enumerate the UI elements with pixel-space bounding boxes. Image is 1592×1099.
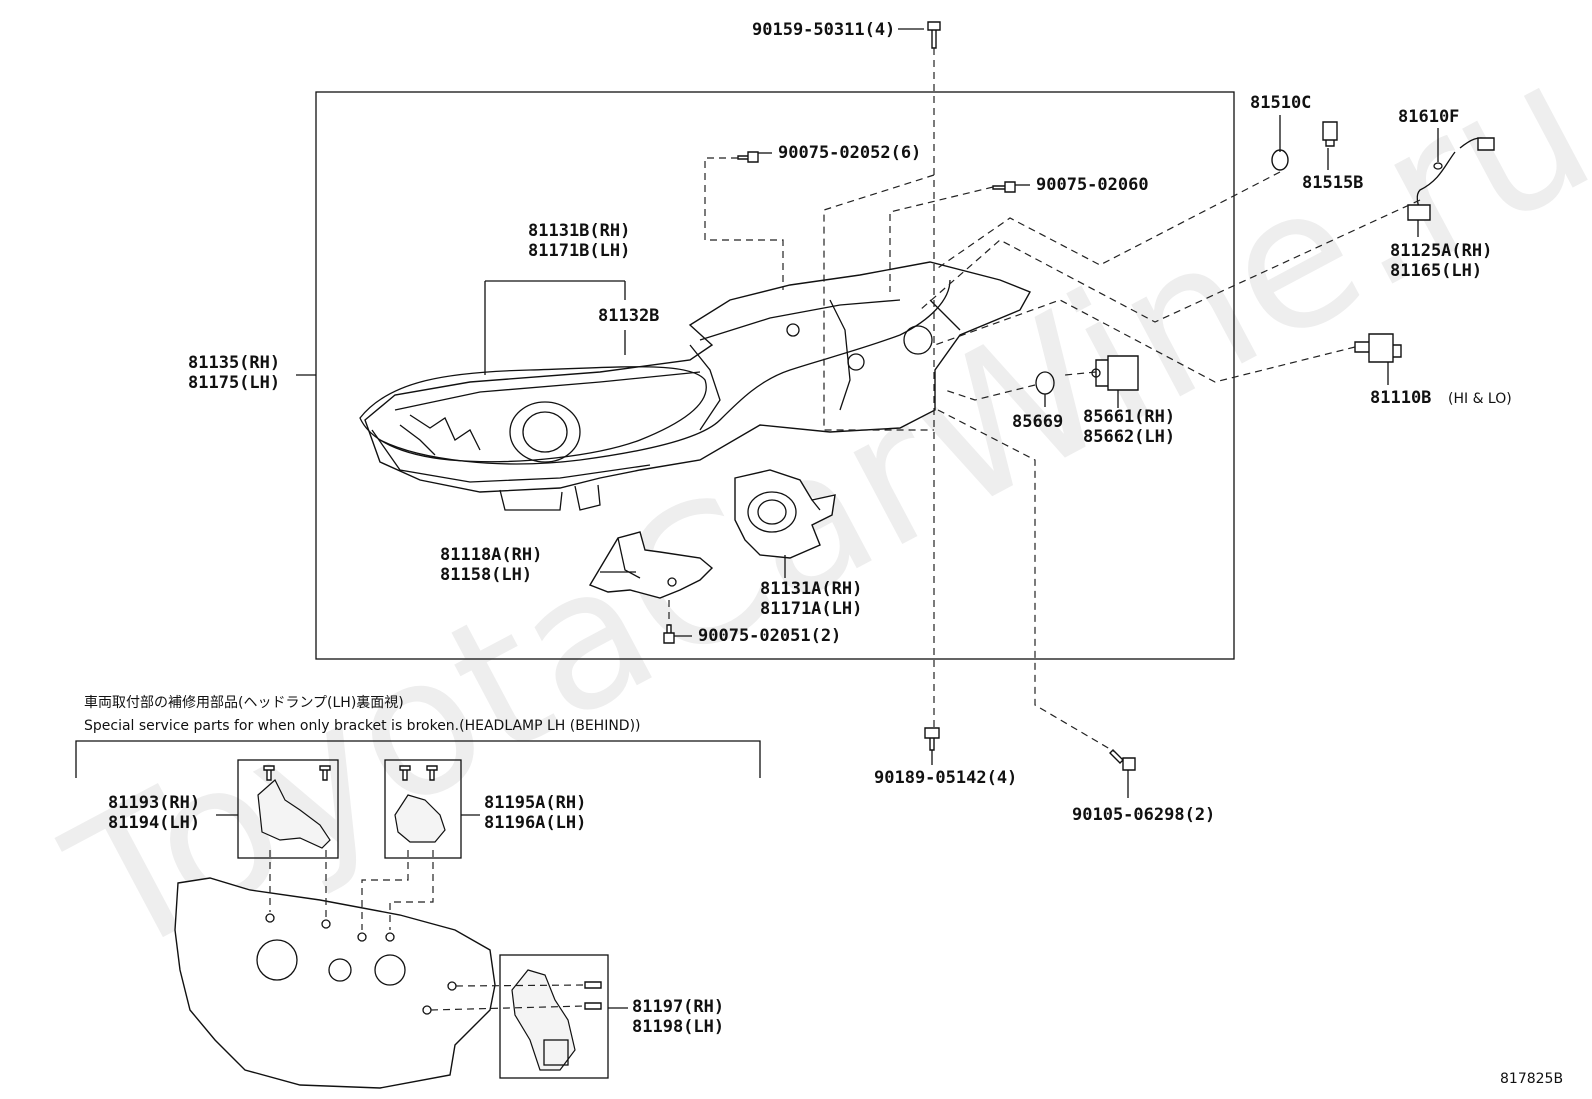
service-parts-section: 車両取付部の補修用部品(ヘッドランプ(LH)裏面視) Special servi… [75, 694, 761, 1089]
label-81196a-lh: 81196A(LH) [484, 813, 586, 833]
label-90159: 90159-50311(4) [752, 20, 895, 40]
service-note-jp: 車両取付部の補修用部品(ヘッドランプ(LH)裏面視) [84, 694, 404, 711]
label-85661-rh: 85661(RH) [1083, 407, 1175, 427]
label-81515b: 81515B [1302, 173, 1363, 193]
label-81510c: 81510C [1250, 93, 1311, 113]
label-81610f: 81610F [1398, 107, 1459, 127]
projector-module [734, 469, 836, 559]
label-81125a-rh: 81125A(RH) [1390, 241, 1492, 261]
label-81195a-rh: 81195A(RH) [484, 793, 586, 813]
label-85662-lh: 85662(LH) [1083, 427, 1175, 447]
label-81131a-rh: 81131A(RH) [760, 579, 862, 599]
label-81131b-rh: 81131B(RH) [528, 221, 630, 241]
diagram-code: 817825B [1500, 1071, 1563, 1087]
label-81198-lh: 81198(LH) [632, 1017, 724, 1037]
label-81197-rh: 81197(RH) [632, 997, 724, 1017]
leader-lines [296, 28, 1439, 798]
label-90075-60: 90075-02060 [1036, 175, 1149, 195]
service-note-en: Special service parts for when only brac… [84, 718, 641, 734]
label-81110b: 81110B [1370, 388, 1431, 408]
bulb-parts [1035, 121, 1495, 395]
label-85669: 85669 [1012, 412, 1063, 432]
label-81165-lh: 81165(LH) [1390, 261, 1482, 281]
label-81110b-note: (HI & LO) [1448, 391, 1512, 407]
label-90075-6: 90075-02052(6) [778, 143, 921, 163]
label-90189: 90189-05142(4) [874, 768, 1017, 788]
callout-labels: 90159-50311(4) 90075-02052(6) 90075-0206… [188, 20, 1512, 825]
label-81135-rh: 81135(RH) [188, 353, 280, 373]
label-81194-lh: 81194(LH) [108, 813, 200, 833]
label-81158-lh: 81158(LH) [440, 565, 532, 585]
label-81118a-rh: 81118A(RH) [440, 545, 542, 565]
label-81171b-lh: 81171B(LH) [528, 241, 630, 261]
label-90105: 90105-06298(2) [1072, 805, 1215, 825]
label-81193-rh: 81193(RH) [108, 793, 200, 813]
dashed-guides [668, 48, 1421, 753]
headlamp-housing [359, 261, 1031, 511]
label-81171a-lh: 81171A(LH) [760, 599, 862, 619]
mounting-bracket [588, 531, 714, 599]
bracket-box-81195a [384, 759, 462, 859]
label-81132b: 81132B [598, 306, 659, 326]
label-81175-lh: 81175(LH) [188, 373, 280, 393]
bracket-box-81193 [237, 759, 339, 859]
label-90075-2: 90075-02051(2) [698, 626, 841, 646]
headlamp-rear-view [174, 877, 496, 1089]
screw-icons [663, 21, 1136, 771]
bracket-box-81197 [499, 954, 609, 1079]
